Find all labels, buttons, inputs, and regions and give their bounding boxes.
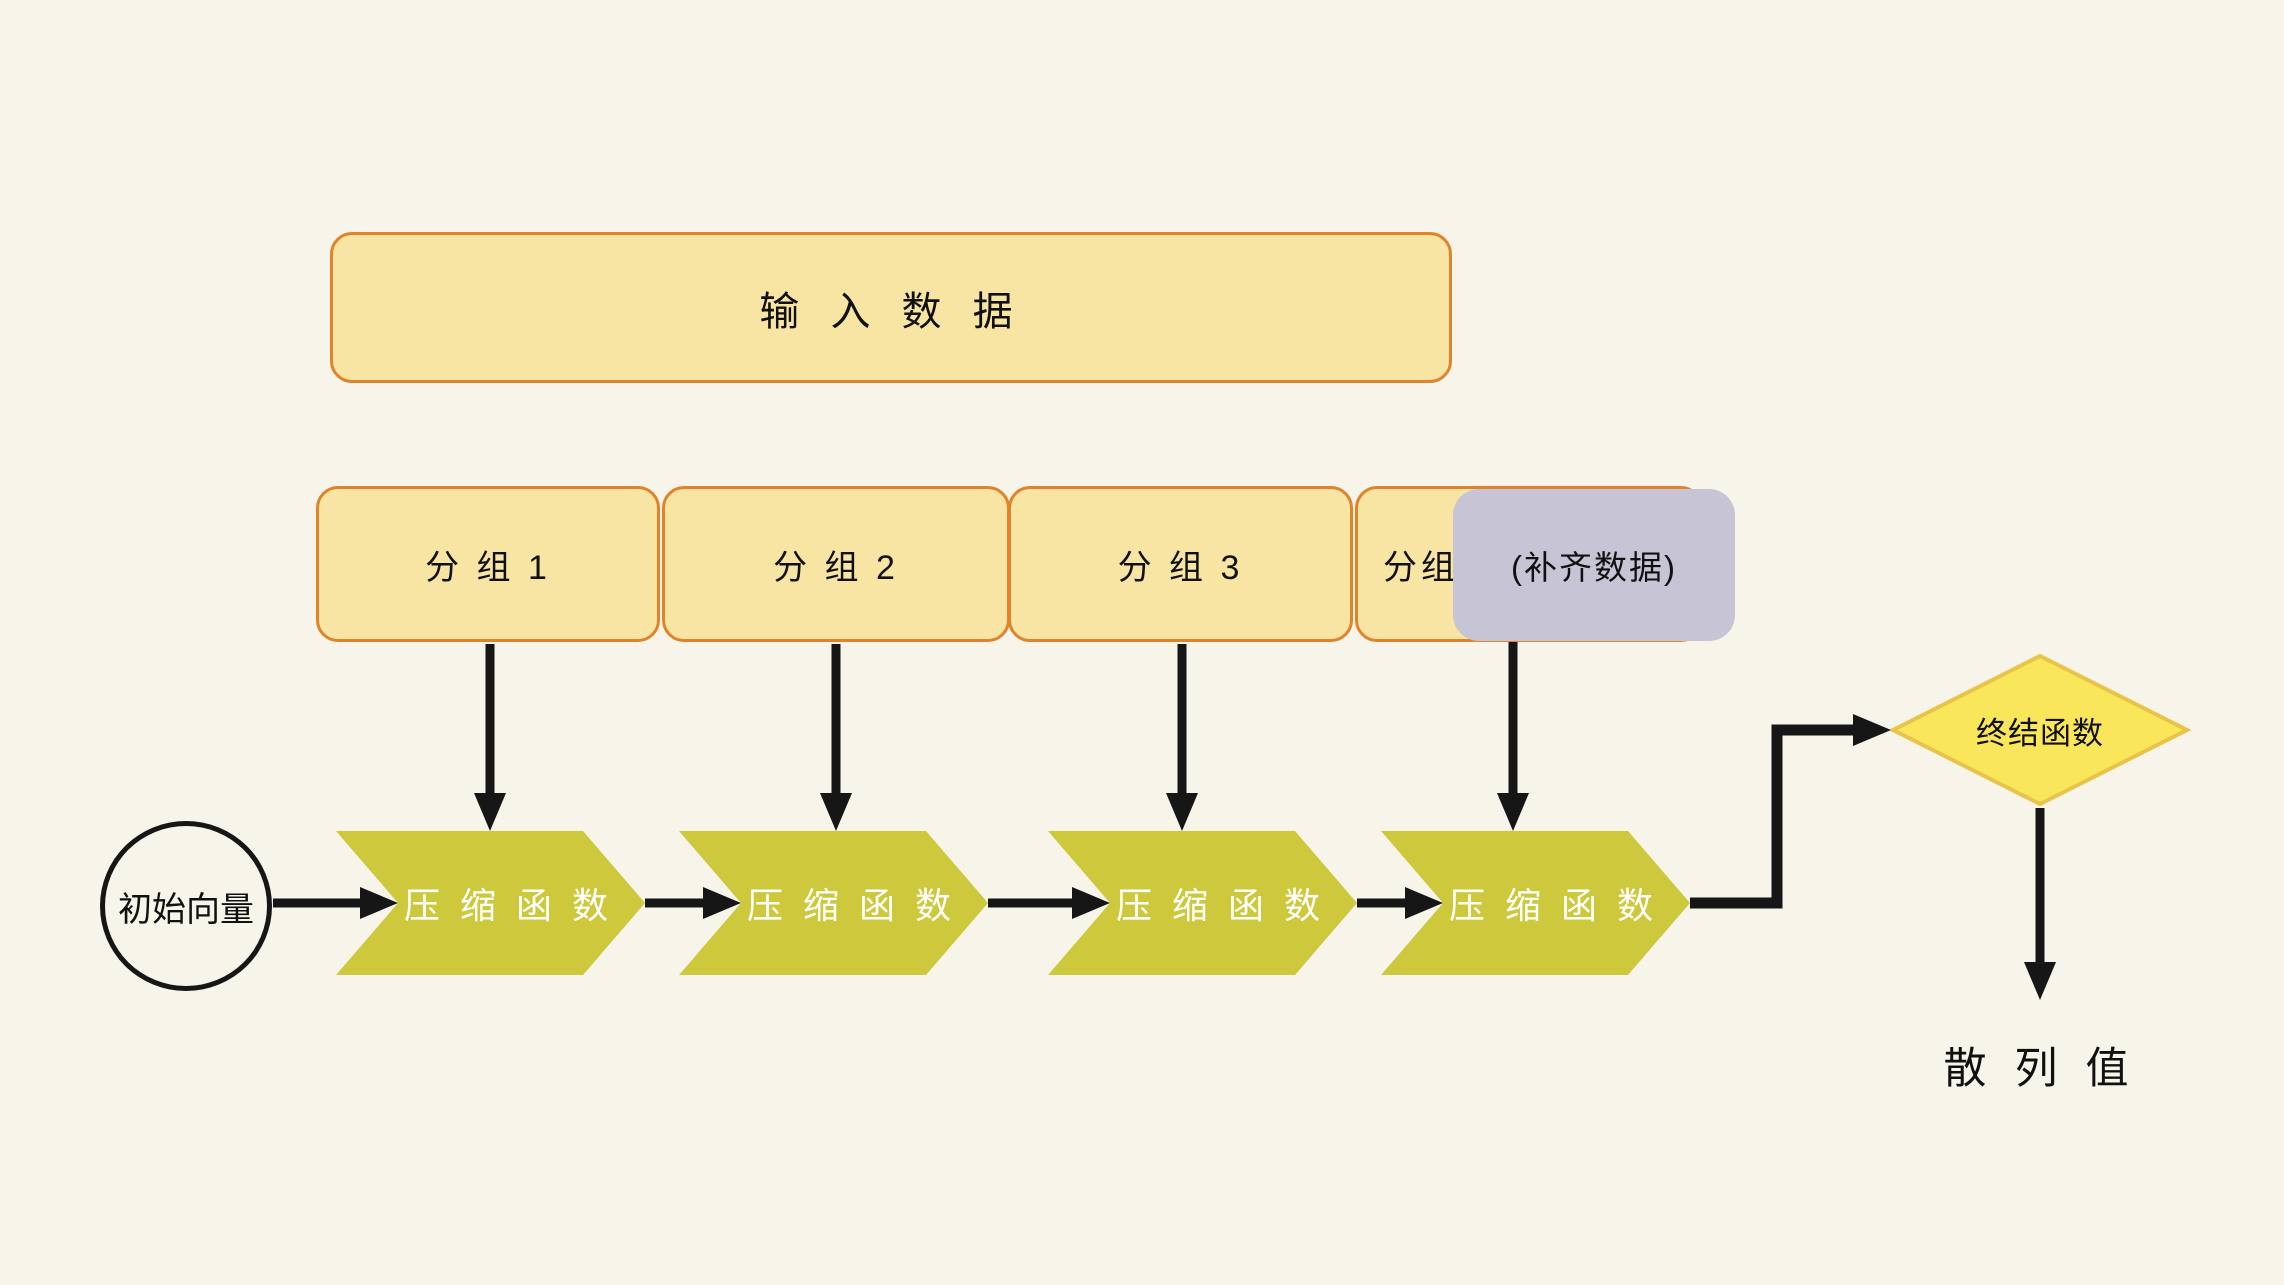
group-3-box: 分 组 3 [1008,486,1353,642]
group-2-label: 分 组 2 [773,548,899,587]
compression-1-label: 压 缩 函 数 [403,885,613,926]
arrow-diamond-down-head [2024,962,2056,1000]
arrow-g3-down-head [1166,793,1198,831]
padding-data-box: (补齐数据) [1453,489,1735,641]
group-1-label: 分 组 1 [425,548,551,587]
input-data-label: 输 入 数 据 [759,289,1023,334]
initial-vector-circle: 初始向量 [100,821,272,991]
initial-vector-label: 初始向量 [118,890,254,929]
arrow-iv-to-c1-head [360,887,398,919]
arrow-g1-down-head [474,793,506,831]
arrow-c2-to-c3-head [1072,887,1110,919]
arrow-c3-to-c4-head [1405,887,1443,919]
compression-chevron-3: 压 缩 函 数 [1048,831,1357,975]
compression-3-label: 压 缩 函 数 [1115,885,1325,926]
arrow-c1-to-c2-head [703,887,741,919]
compression-4-label: 压 缩 函 数 [1448,885,1658,926]
input-data-box: 输 入 数 据 [330,232,1452,383]
arrow-g2-down-head [820,793,852,831]
compression-2-label: 压 缩 函 数 [746,885,956,926]
hash-value-label: 散 列 值 [1890,1030,2190,1100]
arrow-c4-to-diamond-head [1853,714,1891,746]
padding-data-label: (补齐数据) [1511,549,1677,586]
arrow-g4-down-head [1497,793,1529,831]
finalization-diamond-border [1888,653,2192,807]
finalization-label: 终结函数 [1893,656,2187,804]
group-3-label: 分 组 3 [1117,548,1244,587]
group-1-box: 分 组 1 [316,486,660,642]
group-2-box: 分 组 2 [662,486,1010,642]
arrow-c4-to-diamond-line [1690,724,1853,909]
finalization-label-text: 终结函数 [1976,715,2104,751]
hash-value-text: 散 列 值 [1943,1045,2137,1093]
